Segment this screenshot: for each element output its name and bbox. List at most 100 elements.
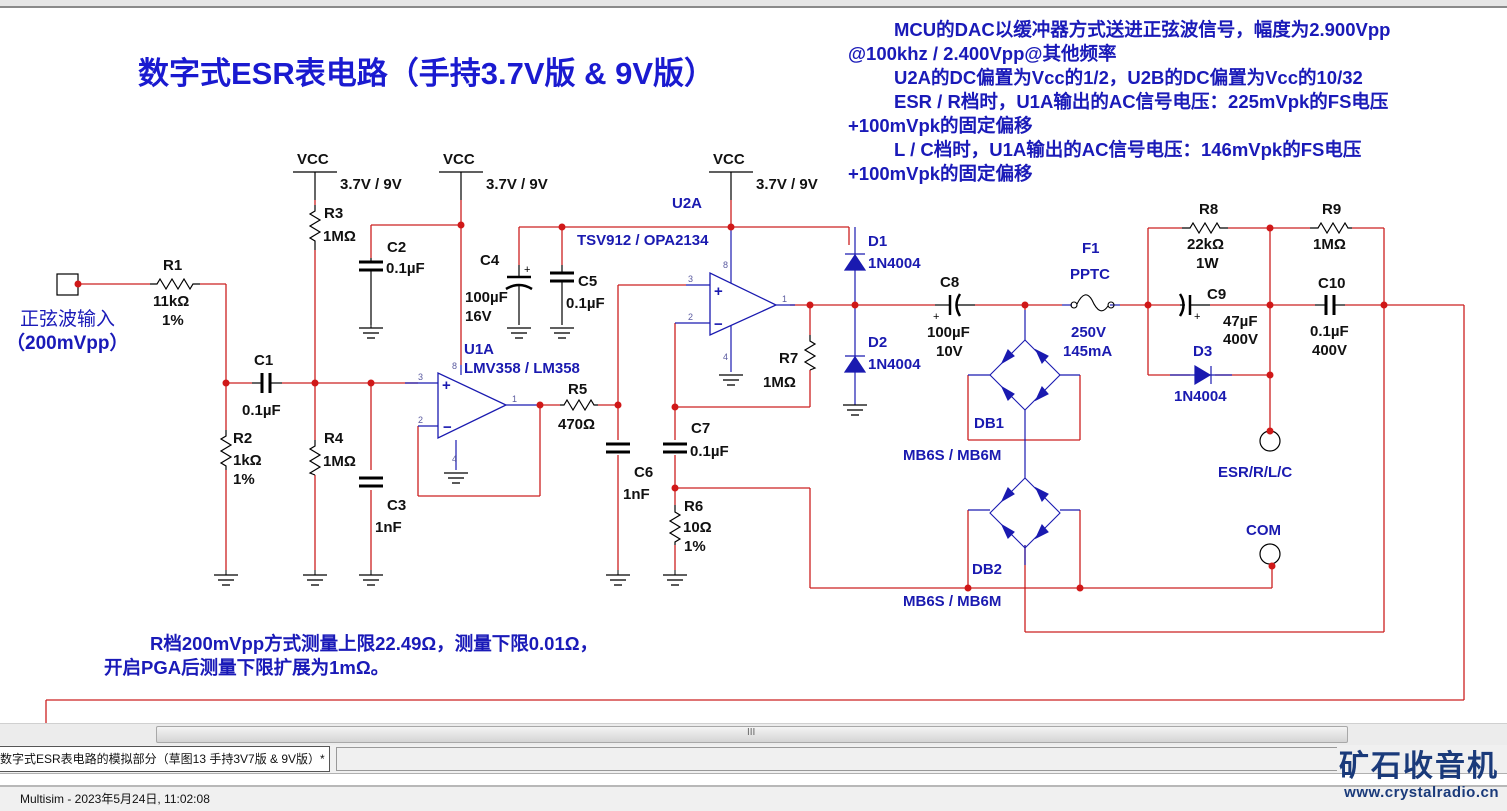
diode-symbols bbox=[843, 253, 1212, 386]
svg-text:0.1µF: 0.1µF bbox=[566, 295, 605, 312]
svg-text:+: + bbox=[1194, 311, 1200, 323]
svg-text:4: 4 bbox=[452, 454, 457, 464]
svg-text:C6: C6 bbox=[634, 464, 653, 481]
c2-symbol bbox=[359, 258, 383, 325]
u2a-symbol bbox=[709, 271, 778, 337]
svg-text:1nF: 1nF bbox=[375, 519, 402, 536]
c5-symbol bbox=[550, 265, 574, 325]
svg-text:0.1µF: 0.1µF bbox=[1310, 323, 1349, 340]
d2-symbol bbox=[843, 355, 867, 373]
c6-symbol bbox=[606, 442, 630, 454]
svg-text:8: 8 bbox=[452, 361, 457, 371]
svg-text:1%: 1% bbox=[233, 471, 255, 488]
status-text: Multisim - 2023年5月24日, 11:02:08 bbox=[20, 792, 210, 806]
capacitor-symbols bbox=[252, 258, 1345, 488]
measurement-note: R档200mVpp方式测量上限22.49Ω，测量下限0.01Ω， 开启PGA后测… bbox=[104, 632, 598, 680]
svg-text:100µF: 100µF bbox=[927, 324, 970, 341]
logo-url: www.crystalradio.cn bbox=[1344, 784, 1499, 801]
svg-text:2: 2 bbox=[418, 415, 423, 425]
r3-symbol bbox=[308, 205, 322, 250]
note-line: +100mVpk的固定偏移 bbox=[848, 163, 1033, 184]
svg-text:11kΩ: 11kΩ bbox=[153, 293, 189, 310]
d3-symbol bbox=[1194, 364, 1212, 386]
svg-text:+: + bbox=[933, 311, 939, 323]
svg-text:D1: D1 bbox=[868, 233, 887, 250]
svg-text:C8: C8 bbox=[940, 274, 959, 291]
svg-text:−: − bbox=[443, 419, 452, 436]
scrollbar-thumb[interactable]: III bbox=[156, 726, 1348, 743]
note-line: U2A的DC偏置为Vcc的1/2，U2B的DC偏置为Vcc的10/32 bbox=[894, 67, 1363, 88]
db2-symbol bbox=[989, 477, 1061, 549]
svg-text:47µF: 47µF bbox=[1223, 313, 1258, 330]
top-toolbar-edge bbox=[0, 0, 1507, 8]
svg-text:U2A: U2A bbox=[672, 195, 702, 212]
svg-text:R3: R3 bbox=[324, 205, 343, 222]
vcc-symbols bbox=[293, 171, 753, 200]
svg-text:C10: C10 bbox=[1318, 275, 1346, 292]
svg-text:8: 8 bbox=[723, 260, 728, 270]
c7-symbol bbox=[663, 442, 687, 454]
svg-text:C3: C3 bbox=[387, 497, 406, 514]
svg-text:U1A: U1A bbox=[464, 341, 494, 358]
svg-text:F1: F1 bbox=[1082, 240, 1100, 257]
svg-text:C5: C5 bbox=[578, 273, 597, 290]
svg-text:C1: C1 bbox=[254, 352, 273, 369]
svg-text:ESR/R/L/C: ESR/R/L/C bbox=[1218, 464, 1292, 481]
svg-text:R5: R5 bbox=[568, 381, 587, 398]
svg-text:R7: R7 bbox=[779, 350, 798, 367]
c10-symbol bbox=[1315, 295, 1345, 315]
tab-schematic[interactable]: 数字式ESR表电路的模拟部分（草图13 手持3V7版 & 9V版）* bbox=[0, 746, 330, 772]
status-bar: Multisim - 2023年5月24日, 11:02:08 bbox=[0, 785, 1507, 811]
svg-text:1nF: 1nF bbox=[623, 486, 650, 503]
fuse-symbol bbox=[1070, 294, 1115, 312]
svg-text:145mA: 145mA bbox=[1063, 343, 1112, 360]
svg-text:1W: 1W bbox=[1196, 255, 1219, 272]
svg-text:+: + bbox=[442, 377, 451, 394]
svg-text:1N4004: 1N4004 bbox=[868, 255, 921, 272]
component-labels: VCC 3.7V / 9V VCC 3.7V / 9V VCC 3.7V / 9… bbox=[153, 151, 1349, 555]
note-line: L / C档时，U1A输出的AC信号电压：146mVpk的FS电压 bbox=[894, 139, 1362, 160]
com-terminal[interactable] bbox=[1259, 543, 1281, 565]
svg-text:1: 1 bbox=[782, 294, 787, 304]
svg-text:0.1µF: 0.1µF bbox=[690, 443, 729, 460]
svg-text:VCC: VCC bbox=[297, 151, 329, 168]
horizontal-scrollbar[interactable]: III bbox=[0, 723, 1507, 745]
svg-text:D3: D3 bbox=[1193, 343, 1212, 360]
svg-text:1MΩ: 1MΩ bbox=[323, 228, 356, 245]
svg-text:470Ω: 470Ω bbox=[558, 416, 595, 433]
svg-text:R9: R9 bbox=[1322, 201, 1341, 218]
svg-text:MB6S / MB6M: MB6S / MB6M bbox=[903, 447, 1001, 464]
svg-text:4: 4 bbox=[723, 352, 728, 362]
document-tab-bar: 数字式ESR表电路的模拟部分（草图13 手持3V7版 & 9V版）* bbox=[0, 745, 1507, 774]
svg-text:DB1: DB1 bbox=[974, 415, 1004, 432]
r7-symbol bbox=[803, 335, 817, 371]
svg-text:−: − bbox=[714, 316, 723, 333]
resistor-symbols bbox=[150, 205, 1352, 545]
note-line: @100khz / 2.400Vpp@其他频率 bbox=[848, 43, 1117, 64]
svg-text:100µF: 100µF bbox=[465, 289, 508, 306]
svg-text:1N4004: 1N4004 bbox=[868, 356, 921, 373]
svg-text:C4: C4 bbox=[480, 252, 500, 269]
svg-text:MB6S / MB6M: MB6S / MB6M bbox=[903, 593, 1001, 610]
note-line: ESR / R档时，U1A输出的AC信号电压：225mVpk的FS电压 bbox=[894, 91, 1389, 112]
r5-symbol bbox=[560, 398, 598, 412]
r1-symbol bbox=[150, 277, 200, 291]
schematic-canvas[interactable]: + + + + − 3 2 1 8 4 + − 3 2 bbox=[0, 8, 1507, 723]
u1a-symbol bbox=[437, 371, 508, 440]
svg-text:1%: 1% bbox=[684, 538, 706, 555]
svg-text:10Ω: 10Ω bbox=[683, 519, 712, 536]
input-label-line1: 正弦波输入 bbox=[20, 309, 116, 330]
page-title: 数字式ESR表电路（手持3.7V版 & 9V版） bbox=[138, 56, 716, 91]
opamp-pin-labels: + − 3 2 1 8 4 + − 3 2 1 8 4 bbox=[418, 260, 787, 464]
svg-text:250V: 250V bbox=[1071, 324, 1106, 341]
svg-text:3.7V / 9V: 3.7V / 9V bbox=[756, 176, 818, 193]
input-label-line2: （200mVpp） bbox=[6, 333, 129, 354]
svg-text:1kΩ: 1kΩ bbox=[233, 452, 262, 469]
svg-text:+: + bbox=[714, 283, 723, 300]
svg-text:R6: R6 bbox=[684, 498, 703, 515]
svg-text:R8: R8 bbox=[1199, 201, 1218, 218]
svg-text:1%: 1% bbox=[162, 312, 184, 329]
r6-symbol bbox=[668, 505, 682, 545]
watermark-logo: 矿石收音机 www.crystalradio.cn bbox=[1339, 750, 1499, 802]
svg-text:1MΩ: 1MΩ bbox=[763, 374, 796, 391]
